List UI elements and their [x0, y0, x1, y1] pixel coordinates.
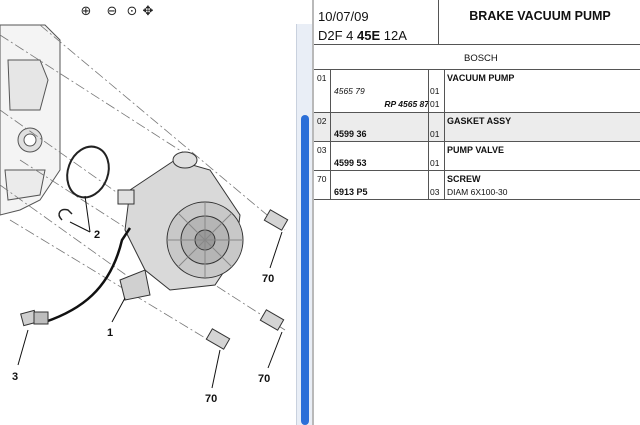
catalog-date: 10/07/09	[318, 9, 369, 24]
divider	[314, 141, 640, 142]
zoom-area-icon[interactable]: ⊙	[126, 4, 138, 19]
brand-label: BOSCH	[464, 53, 498, 64]
engine-block	[0, 24, 61, 216]
part-reference: RP 4565 87	[384, 99, 429, 109]
column-separator	[428, 70, 429, 200]
zoom-toolbar: ⊕ ⊖ ⊙ ✥	[0, 0, 300, 24]
part-description: SCREW	[447, 174, 481, 184]
quantity: 01	[430, 86, 440, 96]
column-separator	[330, 70, 331, 200]
parts-row[interactable]: 02 4599 36 01 GASKET ASSY	[314, 113, 640, 141]
divider	[314, 69, 640, 70]
item-number: 01	[317, 73, 327, 83]
pane-divider[interactable]	[312, 0, 314, 425]
clip	[58, 208, 73, 221]
vacuum-hose	[44, 227, 132, 324]
item-number: 02	[317, 116, 327, 126]
parts-row[interactable]: 01 4565 79 RP 4565 87 01 01 VACUUM PUMP	[314, 70, 640, 112]
callout-2: 2	[94, 229, 100, 241]
quantity: 01	[430, 99, 440, 109]
divider	[314, 112, 640, 113]
parts-diagram: 2 1 3 70 70 70 ⊕ ⊖ ⊙ ✥	[0, 0, 300, 425]
screws	[205, 209, 289, 350]
leader-lines	[17, 195, 283, 389]
page-title: BRAKE VACUUM PUMP	[469, 9, 611, 23]
pump-valve	[20, 309, 49, 327]
divider	[314, 199, 640, 200]
column-separator	[444, 70, 445, 200]
engine-code: D2F 4 45E 12A	[318, 28, 407, 43]
callout-70-lower: 70	[205, 393, 217, 405]
item-number: 03	[317, 145, 327, 155]
zoom-out-icon[interactable]: ⊖	[106, 4, 118, 19]
callout-70-right: 70	[258, 373, 270, 385]
pan-icon[interactable]: ✥	[142, 4, 154, 19]
item-number: 70	[317, 174, 327, 184]
parts-row[interactable]: 03 4599 53 01 PUMP VALVE	[314, 142, 640, 170]
divider	[314, 170, 640, 171]
part-description: PUMP VALVE	[447, 145, 505, 155]
callout-1: 1	[107, 327, 113, 339]
old-reference: 4565 79	[334, 86, 365, 96]
part-reference: 4599 36	[334, 129, 367, 139]
divider	[314, 44, 640, 45]
part-reference: 4599 53	[334, 158, 367, 168]
part-dimensions: DIAM 6X100-30	[447, 187, 508, 197]
parts-list-panel: 10/07/09 D2F 4 45E 12A BRAKE VACUUM PUMP…	[314, 0, 640, 425]
vacuum-pump	[117, 151, 244, 301]
header-separator	[438, 0, 439, 44]
part-description: VACUUM PUMP	[447, 73, 515, 83]
parts-row[interactable]: 70 6913 P5 03 SCREW DIAM 6X100-30	[314, 171, 640, 199]
o-ring	[66, 145, 110, 199]
callout-70-upper: 70	[262, 273, 274, 285]
part-reference: 6913 P5	[334, 187, 368, 197]
quantity: 01	[430, 158, 440, 168]
exploded-view-drawing: 2 1 3 70 70 70	[0, 24, 289, 405]
callout-3: 3	[12, 371, 18, 383]
quantity: 01	[430, 129, 440, 139]
scrollbar-thumb[interactable]	[301, 115, 309, 425]
part-description: GASKET ASSY	[447, 116, 512, 126]
zoom-in-icon[interactable]: ⊕	[80, 4, 92, 19]
quantity: 03	[430, 187, 440, 197]
